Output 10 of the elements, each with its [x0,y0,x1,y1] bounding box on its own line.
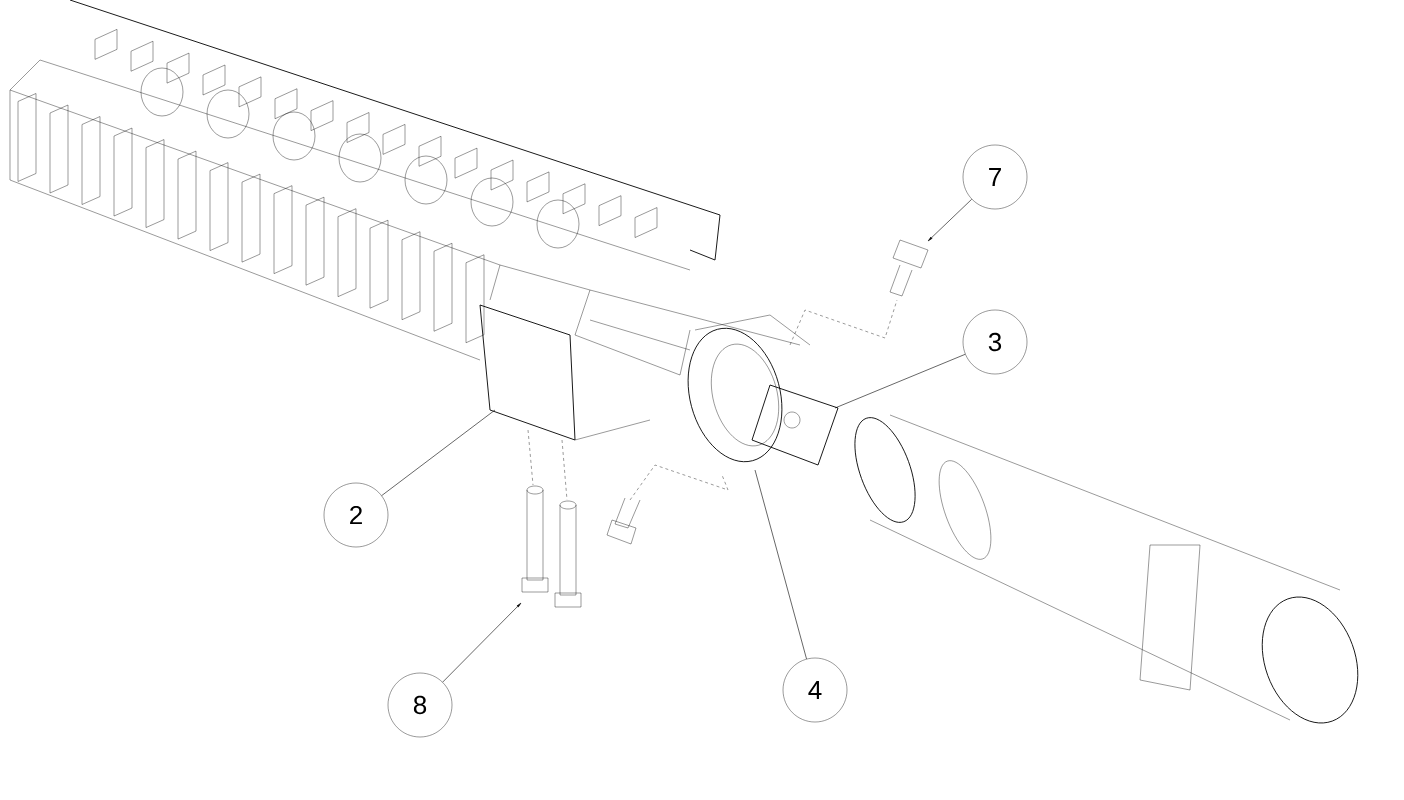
callout-balloon: 3 [962,309,1028,375]
callout-balloon: 4 [782,657,848,723]
leader-line [927,198,973,242]
leader-line [754,469,807,660]
callout-balloon: 8 [387,672,453,738]
leader-line [381,409,496,496]
leader-line [442,602,522,683]
leader-line [834,353,966,409]
callout-balloon: 2 [323,482,389,548]
callout-balloon: 7 [962,144,1028,210]
